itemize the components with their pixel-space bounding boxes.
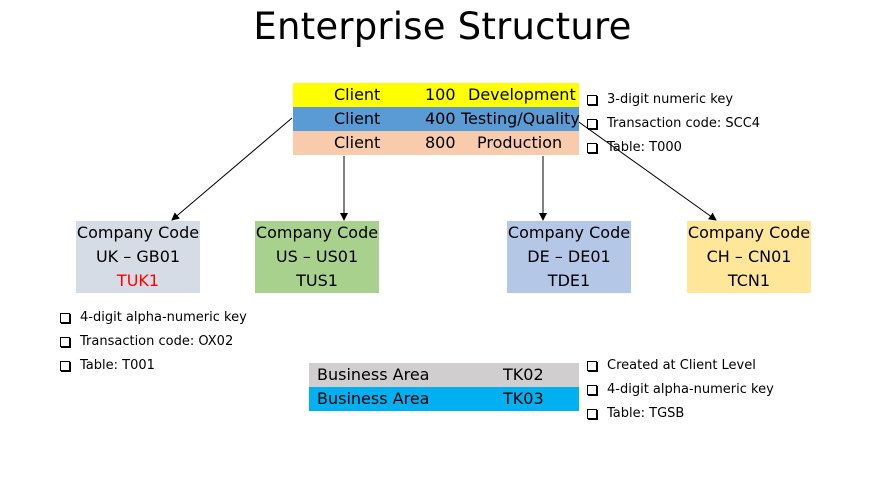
company-code-title: Company Code (687, 223, 811, 242)
arrow-to-uk (171, 117, 293, 221)
checkbox-icon (587, 361, 597, 371)
page-title: Enterprise Structure (253, 5, 632, 48)
list-item: Transaction code: SCC4 (587, 116, 760, 140)
list-item: Table: T000 (587, 140, 760, 164)
client-label: Client (334, 109, 381, 128)
list-item: Created at Client Level (587, 358, 774, 382)
list-item: Table: T001 (60, 358, 247, 382)
business-area-row-tk03: Business Area TK03 (309, 387, 579, 411)
checkbox-icon (587, 409, 597, 419)
checkbox-icon (587, 143, 597, 153)
client-row-development: Client 100 Development (293, 83, 579, 107)
business-area-code: TK02 (503, 365, 544, 384)
client-name: Production (477, 133, 563, 152)
company-code-uk: Company Code UK – GB01 TUK1 (76, 221, 200, 293)
list-item: Transaction code: OX02 (60, 334, 247, 358)
client-row-production: Client 800 Production (293, 131, 579, 155)
checkbox-icon (60, 313, 70, 323)
company-code-us: Company Code US – US01 TUS1 (255, 221, 379, 293)
list-item: 3-digit numeric key (587, 92, 760, 116)
checkbox-icon (587, 385, 597, 395)
client-number: 100 (425, 85, 456, 104)
client-notes: 3-digit numeric key Transaction code: SC… (587, 92, 760, 164)
client-label: Client (334, 133, 381, 152)
client-name: Development (468, 85, 576, 104)
company-code-title: Company Code (507, 223, 631, 242)
checkbox-icon (587, 95, 597, 105)
checkbox-icon (60, 361, 70, 371)
business-area-code: TK03 (503, 389, 544, 408)
company-code-country: UK – GB01 (95, 247, 181, 266)
business-area-label: Business Area (317, 389, 430, 408)
client-row-testing: Client 400 Testing/Quality (293, 107, 580, 131)
client-number: 400 (425, 109, 456, 128)
company-code-value: TUS1 (296, 271, 338, 290)
company-code-title: Company Code (255, 223, 379, 242)
client-number: 800 (425, 133, 456, 152)
company-code-ch: Company Code CH – CN01 TCN1 (687, 221, 811, 293)
company-code-country: CH – CN01 (706, 247, 792, 266)
business-area-row-tk02: Business Area TK02 (309, 363, 579, 387)
company-code-value: TCN1 (727, 271, 771, 290)
client-name: Testing/Quality (461, 109, 580, 128)
company-code-country: US – US01 (275, 247, 359, 266)
company-code-value: TDE1 (547, 271, 591, 290)
client-label: Client (334, 85, 381, 104)
company-code-de: Company Code DE – DE01 TDE1 (507, 221, 631, 293)
company-code-country: DE – DE01 (527, 247, 611, 266)
company-code-title: Company Code (76, 223, 200, 242)
business-area-label: Business Area (317, 365, 430, 384)
checkbox-icon (60, 337, 70, 347)
list-item: 4-digit alpha-numeric key (587, 382, 774, 406)
company-code-notes: 4-digit alpha-numeric key Transaction co… (60, 310, 247, 382)
list-item: 4-digit alpha-numeric key (60, 310, 247, 334)
arrow-to-ch (575, 119, 717, 221)
business-area-notes: Created at Client Level 4-digit alpha-nu… (587, 358, 774, 430)
list-item: Table: TGSB (587, 406, 774, 430)
company-code-value: TUK1 (116, 271, 160, 290)
checkbox-icon (587, 119, 597, 129)
